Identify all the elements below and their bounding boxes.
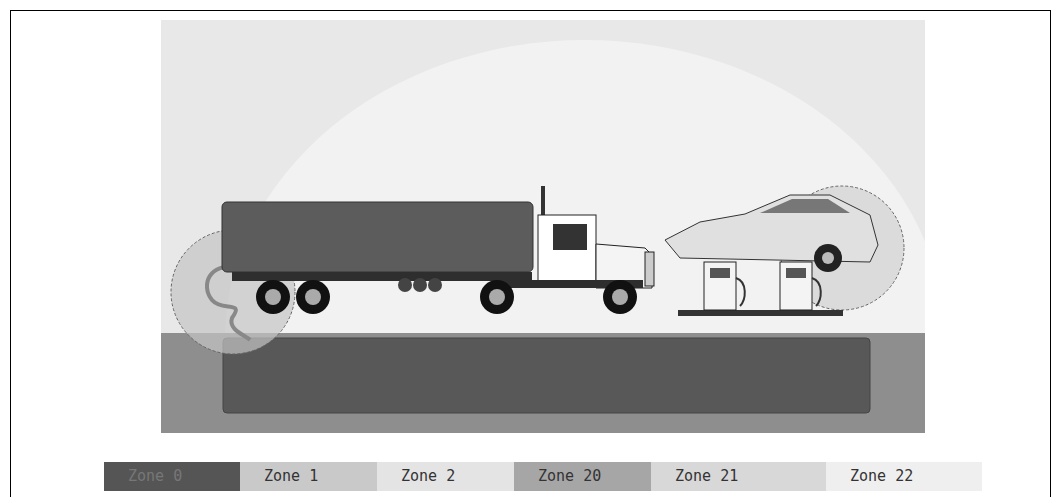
zone-label: Zone 20 [538,467,601,485]
truck-cab [538,215,596,283]
legend-swatch: Zone 2 [377,462,514,491]
legend-swatch: Zone 21 [651,462,826,491]
fuel-pumps [704,262,821,310]
pump-island [678,310,843,316]
car-wheel [814,244,842,272]
underground-tank [223,338,870,413]
cab-window [553,224,587,250]
car-body [665,195,878,262]
ground [161,333,925,433]
small-drums [398,278,442,292]
legend-swatch: Zone 20 [514,462,651,491]
legend-swatch: Zone 1 [240,462,377,491]
zone-label: Zone 1 [264,467,318,485]
car-window [760,199,850,213]
zone-label: Zone 22 [850,467,913,485]
legend-swatch: Zone 22 [826,462,982,491]
zone-label: Zone 21 [675,467,738,485]
zone-label: Zone 2 [401,467,455,485]
wheels [256,280,637,314]
trailer-chassis [232,272,532,281]
tanker-trailer [222,202,533,272]
zone-label: Zone 0 [128,467,182,485]
legend-swatch: Zone 0 [104,462,240,491]
truck-grill [645,252,654,286]
